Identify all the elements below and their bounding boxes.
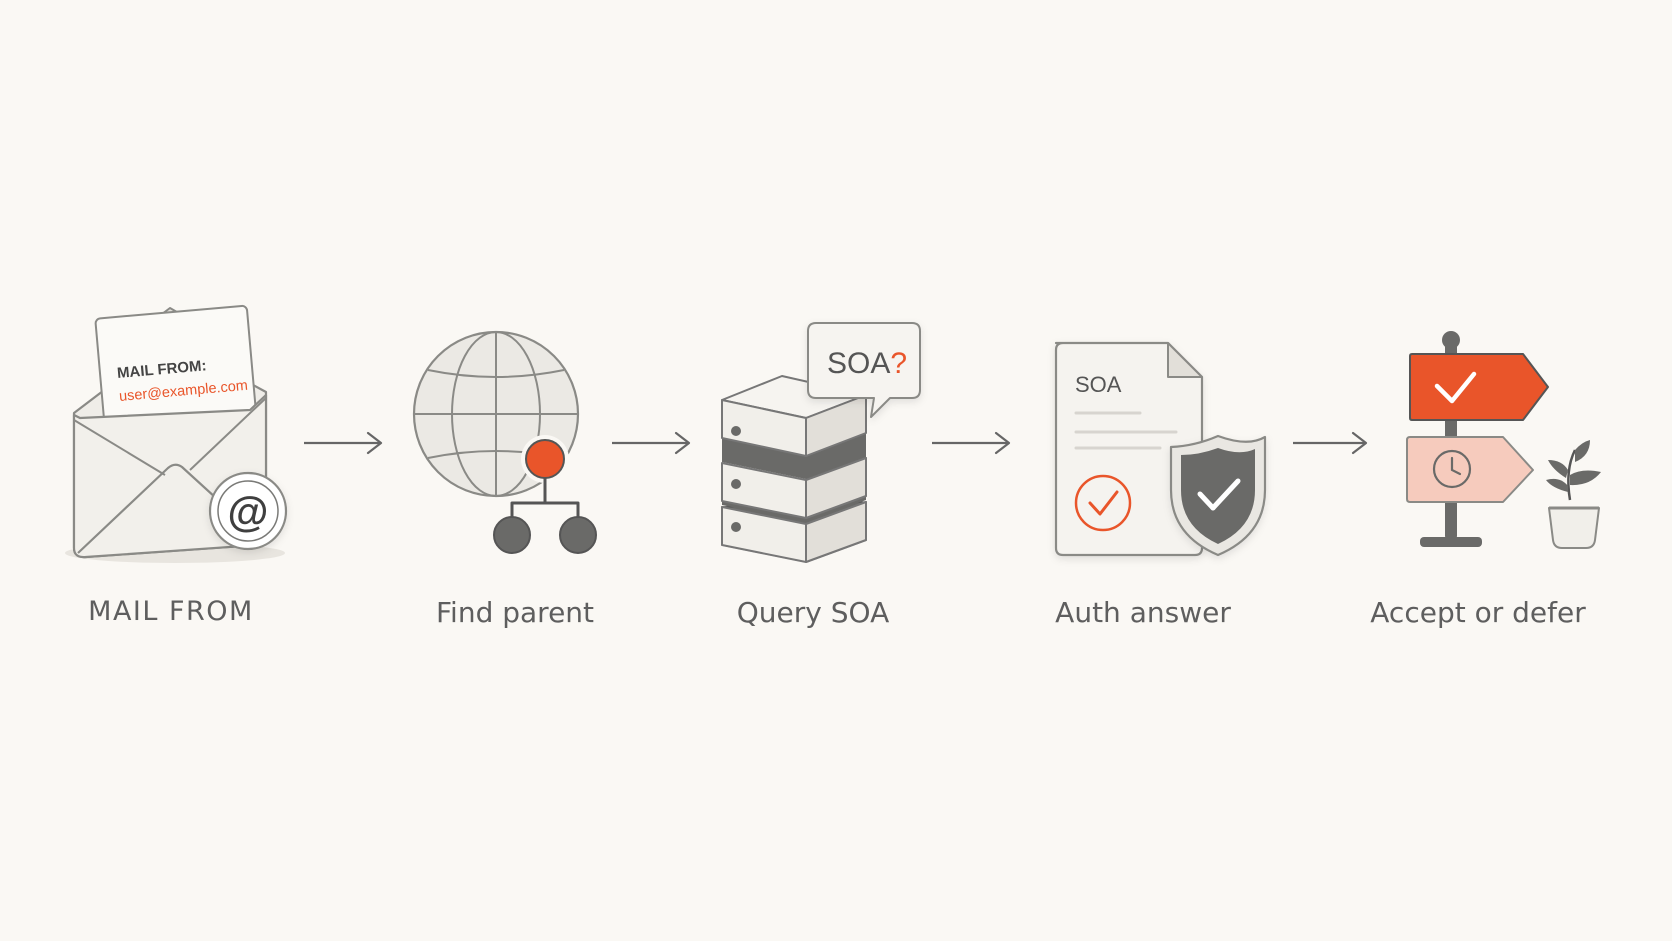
arrow-right-icon (612, 431, 691, 455)
soa-query-bubble: SOA? (807, 322, 921, 418)
accept-sign (1409, 353, 1549, 421)
defer-sign (1406, 436, 1534, 503)
arrow-right-icon (304, 431, 383, 455)
shield-check-icon (1169, 434, 1267, 557)
doc-heading: SOA (1075, 372, 1122, 397)
hierarchy-tree-icon (493, 435, 597, 554)
bubble-question-mark: ? (890, 347, 907, 380)
step-label-find-parent: Find parent (435, 596, 595, 629)
at-badge: @ (208, 471, 288, 551)
server-unit (721, 457, 867, 522)
svg-text:SOA?: SOA? (827, 347, 907, 380)
clock-icon (1432, 449, 1472, 489)
at-symbol: @ (228, 488, 269, 535)
step-label-accept-or-defer: Accept or defer (1370, 596, 1586, 629)
step-label-mail-from: MAIL FROM (88, 596, 254, 627)
bubble-text: SOA (827, 347, 890, 380)
signpost-icon (1406, 331, 1549, 547)
document-shield-icon: SOA (1054, 341, 1267, 557)
envelope-icon: MAIL FROM: user@example.com @ (65, 304, 288, 563)
step-label-auth-answer: Auth answer (1055, 596, 1231, 629)
arrow-right-icon (1293, 431, 1368, 455)
server-stack-icon: SOA? (721, 322, 921, 563)
globe-hierarchy-icon (412, 330, 597, 554)
server-unit (721, 501, 867, 563)
document-icon: SOA (1054, 341, 1204, 557)
check-circle-icon (1074, 474, 1132, 532)
potted-plant-icon (1546, 440, 1601, 549)
step-label-query-soa: Query SOA (736, 596, 890, 629)
arrow-right-icon (932, 431, 1011, 455)
